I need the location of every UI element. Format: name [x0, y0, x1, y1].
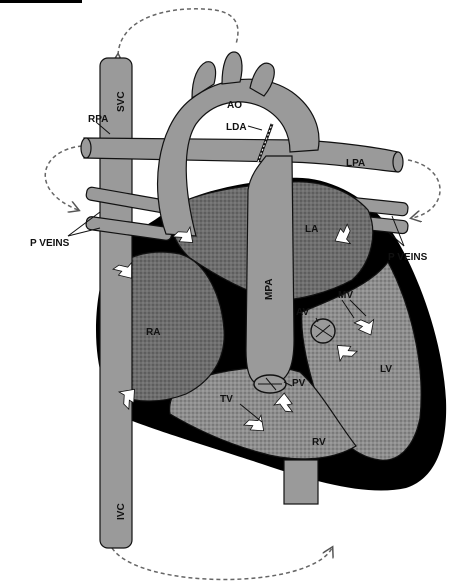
label-lv: LV — [380, 364, 392, 375]
label-rpa: RPA — [88, 114, 108, 125]
descending-aorta — [284, 460, 318, 504]
label-p-veins-left: P VEINS — [30, 238, 70, 249]
label-mv: MV — [338, 290, 353, 301]
label-ra: RA — [146, 327, 160, 338]
label-rv: RV — [312, 437, 326, 448]
vena-cava — [100, 58, 132, 548]
label-ivc: IVC — [116, 503, 127, 520]
aorta-branch-2 — [222, 52, 242, 84]
main-pulmonary-artery — [246, 156, 294, 384]
label-av: AV — [296, 307, 309, 318]
dashed-loop-right — [408, 160, 440, 218]
label-pv: PV — [292, 378, 306, 389]
label-lda: LDA — [226, 122, 247, 133]
label-ao: AO — [227, 100, 242, 111]
label-mpa: MPA — [264, 279, 275, 300]
label-svc: SVC — [116, 91, 127, 112]
top-edge-bar — [0, 0, 82, 3]
dashed-loop-top — [118, 9, 238, 55]
label-tv: TV — [220, 394, 233, 405]
label-la: LA — [305, 224, 318, 235]
lpa-end — [393, 152, 403, 172]
label-p-veins-right: P VEINS — [388, 252, 428, 263]
dashed-loop-bottom — [112, 548, 332, 580]
dashed-loop-left — [45, 146, 82, 210]
rpa-end — [81, 138, 91, 158]
label-lpa: LPA — [346, 158, 365, 169]
leader-lda — [248, 126, 262, 130]
